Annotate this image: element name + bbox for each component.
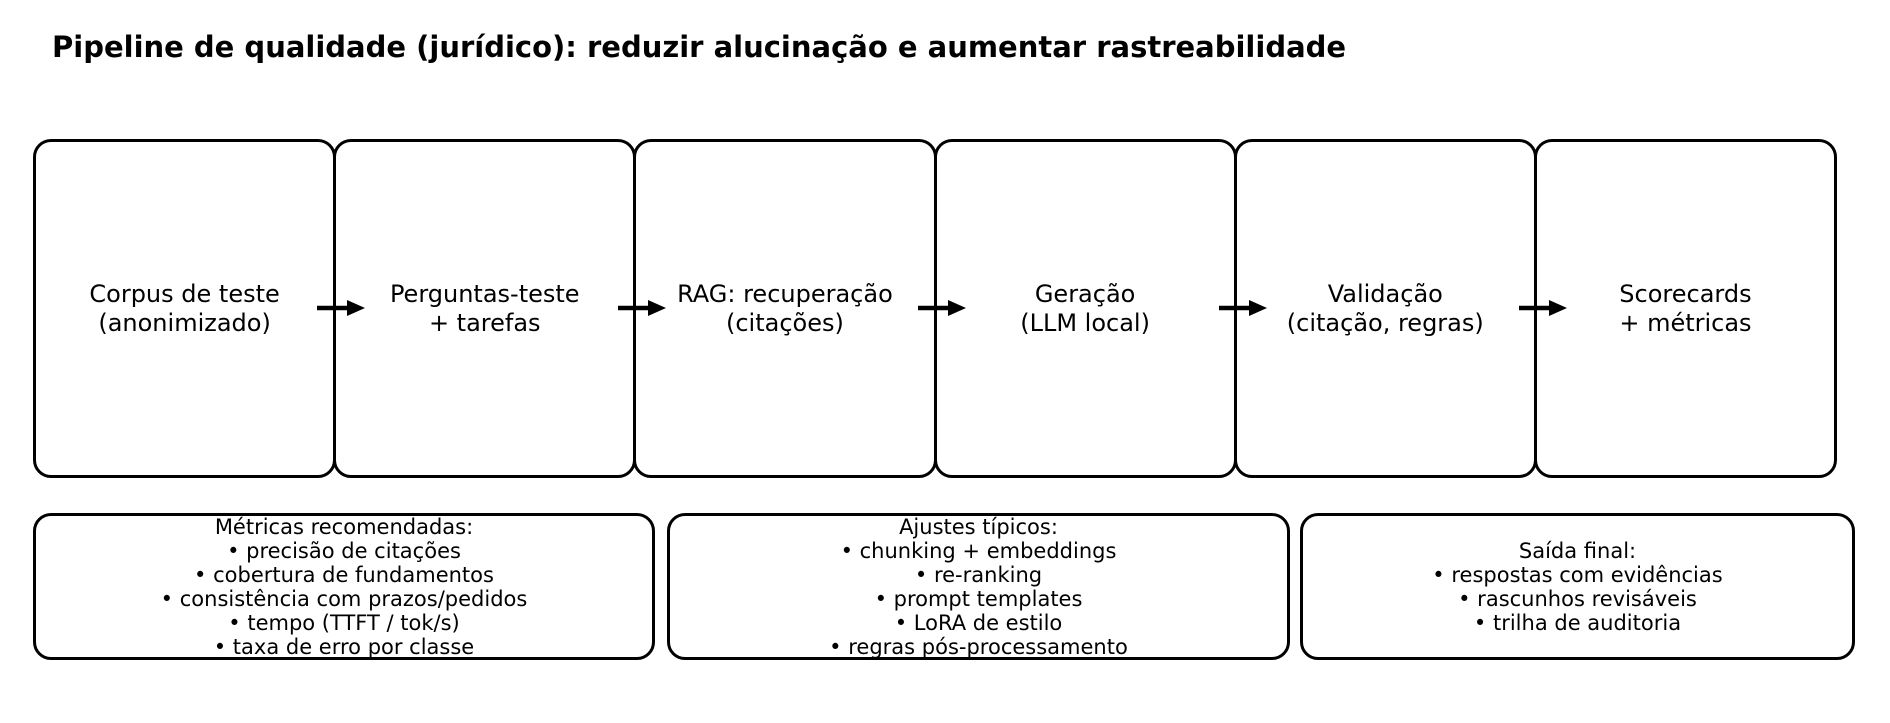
note-item: • LoRA de estilo (894, 610, 1063, 635)
note-item: • tempo (TTFT / tok/s) (228, 610, 460, 635)
stage-label-line1: Scorecards (1619, 279, 1752, 308)
note-saida-final: Saída final: • respostas com evidências … (1300, 513, 1855, 660)
note-item: • taxa de erro por classe (213, 634, 475, 659)
note-item: • chunking + embeddings (840, 538, 1117, 563)
diagram-title: Pipeline de qualidade (jurídico): reduzi… (52, 30, 1347, 64)
note-item: • respostas com evidências (1432, 562, 1723, 587)
stage-label-line1: Validação (1327, 279, 1443, 308)
stage-scorecards-metricas: Scorecards + métricas (1533, 139, 1838, 478)
stage-label-line2: + métricas (1619, 308, 1752, 337)
note-title: Métricas recomendadas: (214, 514, 474, 539)
flow-arrow-icon (1519, 300, 1567, 316)
note-title: Ajustes típicos: (899, 514, 1058, 539)
flow-arrow-icon (618, 300, 666, 316)
stage-rag-recuperacao: RAG: recuperação (citações) (633, 139, 937, 478)
note-item: • re-ranking (914, 562, 1043, 587)
stage-perguntas-teste: Perguntas-teste + tarefas (333, 139, 637, 478)
stage-label-line2: (citações) (726, 308, 844, 337)
note-item: • consistência com prazos/pedidos (160, 586, 528, 611)
note-item: • cobertura de fundamentos (194, 562, 494, 587)
note-item: • rascunhos revisáveis (1458, 586, 1697, 611)
note-item: • trilha de auditoria (1473, 610, 1682, 635)
stage-geracao-llm-local: Geração (LLM local) (933, 139, 1237, 478)
stage-label-line1: Perguntas-teste (389, 279, 580, 308)
flow-arrow-icon (1219, 300, 1267, 316)
flow-arrow-icon (918, 300, 966, 316)
stage-corpus-de-teste: Corpus de teste (anonimizado) (33, 139, 337, 478)
stage-label-line1: Corpus de teste (89, 279, 280, 308)
note-item: • precisão de citações (227, 538, 461, 563)
pipeline-stage-row: Corpus de teste (anonimizado) Perguntas-… (33, 139, 1838, 478)
stage-label-line1: Geração (1034, 279, 1136, 308)
stage-label-line2: (LLM local) (1020, 308, 1150, 337)
stage-label-line2: (citação, regras) (1286, 308, 1484, 337)
note-item: • regras pós-processamento (829, 634, 1128, 659)
flow-arrow-icon (317, 300, 365, 316)
note-title: Saída final: (1518, 538, 1637, 563)
note-metricas-recomendadas: Métricas recomendadas: • precisão de cit… (33, 513, 655, 660)
stage-label-line1: RAG: recuperação (677, 279, 893, 308)
stage-label-line2: (anonimizado) (98, 308, 271, 337)
note-ajustes-tipicos: Ajustes típicos: • chunking + embeddings… (667, 513, 1290, 660)
note-item: • prompt templates (874, 586, 1083, 611)
stage-label-line2: + tarefas (428, 308, 541, 337)
stage-validacao: Validação (citação, regras) (1233, 139, 1537, 478)
